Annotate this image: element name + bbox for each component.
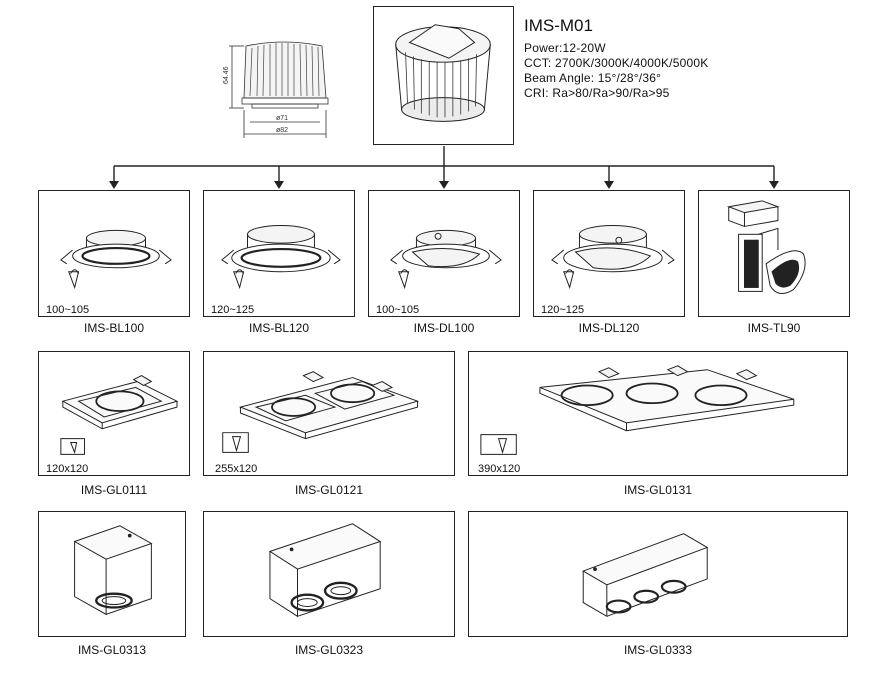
surface-box-single-icon bbox=[73, 525, 153, 616]
spec-cri: CRI: Ra>80/Ra>90/Ra>95 bbox=[524, 86, 670, 100]
round-downlight-icon bbox=[221, 224, 341, 290]
spec-beam-angle: Beam Angle: 15°/28°/36° bbox=[524, 71, 662, 85]
surface-box-triple-icon bbox=[582, 533, 709, 618]
grille-light-triple-icon bbox=[480, 365, 795, 455]
product-box-bl120: 120~125 bbox=[203, 190, 355, 317]
spec-power: Power:12-20W bbox=[524, 41, 606, 55]
caption-gl0131: IMS-GL0131 bbox=[623, 483, 693, 497]
caption-gl0323: IMS-GL0323 bbox=[294, 643, 364, 657]
caption-gl0111: IMS-GL0111 bbox=[80, 483, 148, 497]
product-box-gl0313 bbox=[38, 511, 186, 637]
size-label-dl120: 120~125 bbox=[541, 304, 585, 316]
size-label-bl100: 100~105 bbox=[46, 304, 90, 316]
product-box-bl100: 100~105 bbox=[38, 190, 190, 317]
connector-tree bbox=[109, 146, 779, 189]
caption-dl100: IMS-DL100 bbox=[413, 321, 475, 335]
caption-gl0121: IMS-GL0121 bbox=[294, 483, 364, 497]
round-downlight-icon bbox=[60, 229, 172, 290]
caption-gl0333: IMS-GL0333 bbox=[623, 643, 693, 657]
product-box-tl90 bbox=[698, 190, 850, 317]
adjustable-downlight-icon bbox=[390, 229, 502, 290]
module-title: IMS-M01 bbox=[524, 16, 593, 35]
surface-box-double-icon bbox=[268, 523, 382, 618]
module-dimension-drawing: 64.46 ø71 ø82 bbox=[223, 41, 329, 138]
caption-tl90: IMS-TL90 bbox=[747, 321, 801, 335]
dim-height: 64.46 bbox=[223, 66, 230, 84]
track-light-icon bbox=[726, 200, 806, 294]
product-box-gl0333 bbox=[468, 511, 848, 637]
module-image-box bbox=[373, 6, 514, 145]
adjustable-downlight-icon bbox=[551, 224, 675, 290]
product-box-gl0111: 120x120 bbox=[38, 351, 190, 476]
dim-inner-diameter: ø71 bbox=[276, 115, 288, 122]
product-box-dl100: 100~105 bbox=[368, 190, 520, 317]
size-label-dl100: 100~105 bbox=[376, 304, 420, 316]
size-label-gl0111: 120x120 bbox=[46, 463, 89, 475]
caption-gl0313: IMS-GL0313 bbox=[77, 643, 147, 657]
dim-outer-diameter: ø82 bbox=[276, 127, 288, 134]
product-box-gl0121: 255x120 bbox=[203, 351, 455, 476]
module-icon bbox=[395, 24, 491, 122]
size-label-gl0121: 255x120 bbox=[215, 463, 258, 475]
product-box-gl0131: 390x120 bbox=[468, 351, 848, 476]
product-box-dl120: 120~125 bbox=[533, 190, 685, 317]
caption-dl120: IMS-DL120 bbox=[578, 321, 640, 335]
size-label-gl0131: 390x120 bbox=[478, 463, 521, 475]
product-box-gl0323 bbox=[203, 511, 455, 637]
spec-cct: CCT: 2700K/3000K/4000K/5000K bbox=[524, 56, 709, 70]
caption-bl100: IMS-BL100 bbox=[83, 321, 145, 335]
size-label-bl120: 120~125 bbox=[211, 304, 255, 316]
caption-bl120: IMS-BL120 bbox=[248, 321, 310, 335]
grille-light-double-icon bbox=[222, 371, 420, 453]
grille-light-single-icon bbox=[60, 375, 179, 455]
